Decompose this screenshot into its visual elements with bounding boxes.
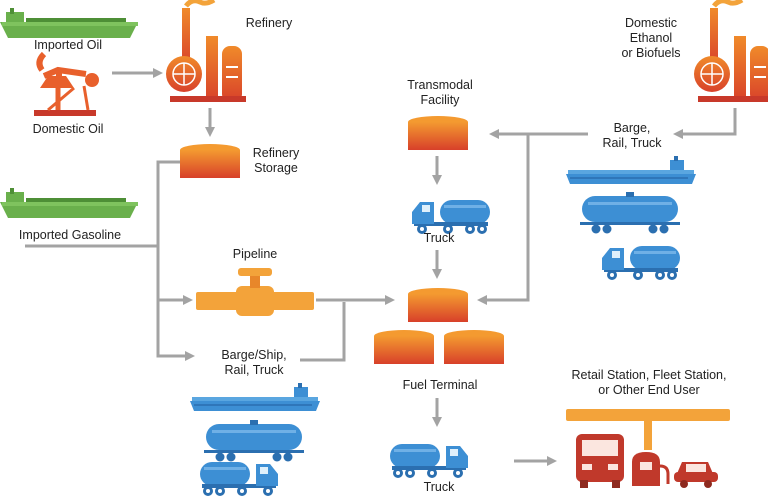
refinery-icon [694, 0, 768, 102]
tanker-truck-icon [412, 200, 490, 234]
fuel-pump-icon [632, 452, 670, 486]
label-refinery-storage: Refinery Storage [253, 146, 300, 176]
oil-pump-jack-icon [34, 51, 99, 116]
pipeline-valve-icon [196, 268, 314, 316]
label-barge-rail-truck: Barge, Rail, Truck [602, 121, 661, 151]
label-barge-rail-line2: Rail, Truck [602, 136, 662, 150]
rail-tank-car-icon [204, 420, 304, 462]
tanker-truck-icon [200, 462, 278, 496]
label-truck-bottom: Truck [423, 480, 455, 494]
label-imported-oil: Imported Oil [33, 38, 103, 52]
label-retail-line2: or Other End User [598, 383, 700, 397]
barge-icon [565, 155, 697, 185]
label-truck-top: Truck [423, 231, 455, 245]
flow-arrows [25, 68, 737, 466]
label-barge-ship-rail-truck: Barge/Ship, Rail, Truck [221, 348, 286, 378]
tanker-truck-icon [390, 444, 468, 478]
label-transmodal-line2: Facility [420, 93, 460, 107]
label-transmodal-facility: Transmodal Facility [407, 78, 473, 108]
label-ethanol-line2: Ethanol [629, 31, 673, 45]
label-transmodal-line1: Transmodal [407, 78, 473, 92]
label-imported-gasoline: Imported Gasoline [18, 228, 122, 242]
storage-tank-icon [180, 144, 240, 178]
gas-station-canopy-icon [566, 409, 730, 450]
label-refinery-storage-line2: Storage [254, 161, 298, 175]
label-fuel-terminal: Fuel Terminal [402, 378, 478, 392]
transmodal-facility-tank-icon [408, 116, 468, 150]
oil-tanker-ship-icon [0, 8, 138, 38]
label-refinery: Refinery [245, 16, 293, 30]
label-pipeline: Pipeline [232, 247, 278, 261]
barge-icon [189, 382, 321, 412]
label-domestic-oil: Domestic Oil [32, 122, 104, 136]
label-ethanol-line1: Domestic [624, 16, 678, 30]
label-domestic-ethanol: Domestic Ethanol or Biofuels [621, 16, 680, 61]
label-retail-line1: Retail Station, Fleet Station, [571, 368, 727, 382]
label-barge-ship-line2: Rail, Truck [224, 363, 284, 377]
label-refinery-storage-line1: Refinery [252, 146, 300, 160]
car-icon [674, 462, 718, 488]
tanker-truck-icon [602, 246, 680, 280]
fleet-truck-icon [576, 434, 624, 488]
label-ethanol-line3: or Biofuels [621, 46, 681, 60]
gasoline-tanker-ship-icon [0, 188, 138, 218]
rail-tank-car-icon [580, 192, 680, 234]
label-retail-station: Retail Station, Fleet Station, or Other … [572, 368, 727, 398]
label-barge-rail-line1: Barge, [613, 121, 651, 135]
label-barge-ship-line1: Barge/Ship, [221, 348, 287, 362]
refinery-icon [166, 0, 246, 102]
